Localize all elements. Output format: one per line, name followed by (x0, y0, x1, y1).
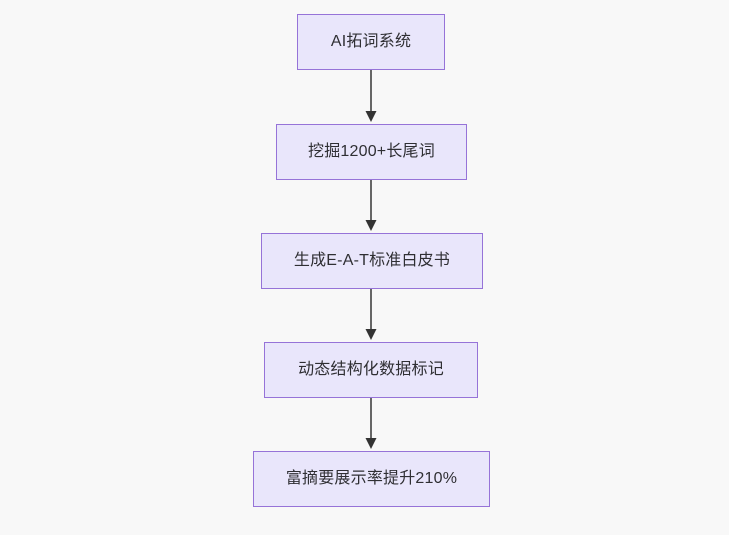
flow-node-dynamic-structured-data-markup[interactable]: 动态结构化数据标记 (264, 342, 478, 398)
flow-edge-n3-n4 (363, 289, 379, 342)
flow-node-rich-snippet-impression-lift[interactable]: 富摘要展示率提升210% (253, 451, 490, 507)
flow-node-generate-eat-whitepaper[interactable]: 生成E-A-T标准白皮书 (261, 233, 483, 289)
flow-node-mine-longtail-keywords[interactable]: 挖掘1200+长尾词 (276, 124, 467, 180)
flow-node-ai-keyword-system[interactable]: AI拓词系统 (297, 14, 445, 70)
arrow-down-icon (365, 329, 377, 340)
arrow-down-icon (365, 111, 377, 122)
flow-node-label: 生成E-A-T标准白皮书 (293, 252, 451, 269)
flow-edge-n2-n3 (363, 180, 379, 233)
flow-edge-n1-n2 (363, 70, 379, 124)
flow-node-label: AI拓词系统 (330, 33, 412, 50)
flow-node-label: 动态结构化数据标记 (298, 361, 444, 378)
flow-node-label: 挖掘1200+长尾词 (308, 143, 435, 160)
arrow-down-icon (365, 220, 377, 231)
arrow-down-icon (365, 438, 377, 449)
flow-node-label: 富摘要展示率提升210% (285, 470, 458, 487)
flow-edge-n4-n5 (363, 398, 379, 451)
